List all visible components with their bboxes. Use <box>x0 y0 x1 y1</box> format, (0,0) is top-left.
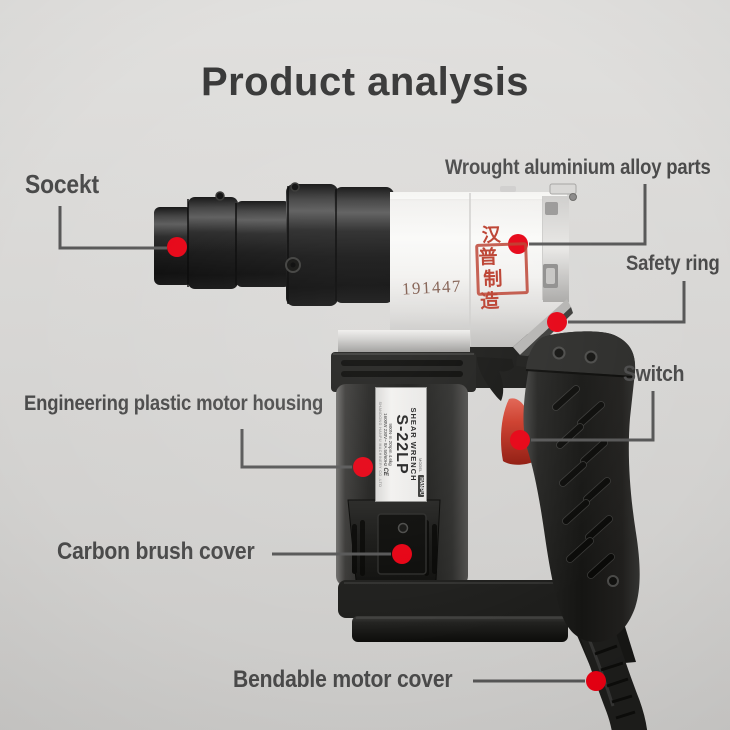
serial-number: 191447 <box>401 276 463 299</box>
head-top-tab <box>549 183 577 195</box>
socket-screw-icon <box>215 191 225 201</box>
callout-line-safety <box>568 281 686 324</box>
socket-assembly <box>154 182 394 306</box>
spec-plate-content: MODEL HANPU SHEAR WRENCH S-22LP 900N·m 2… <box>377 389 425 500</box>
plate-spec-line2: 1600W 230V~ 8A 50/60Hz <box>383 413 388 467</box>
handle-grip <box>523 331 640 643</box>
handle-screw-icon <box>584 350 598 364</box>
label-motor-housing: Engineering plastic motor housing <box>24 392 324 415</box>
callout-dots <box>167 234 606 691</box>
callout-line-engineering <box>240 429 352 469</box>
base-plate <box>352 616 568 642</box>
callout-dot-engineering <box>353 457 373 477</box>
plate-spec-line1: 900N·m 20rpm 4.6kg <box>388 423 393 466</box>
spec-plate: MODEL HANPU SHEAR WRENCH S-22LP 900N·m 2… <box>375 387 427 502</box>
callout-dot-switch <box>510 430 530 450</box>
callout-lines <box>58 184 686 683</box>
ce-mark: CE <box>382 467 388 476</box>
plate-product-name: SHEAR WRENCH <box>409 407 418 482</box>
callout-dot-carbon <box>392 544 412 564</box>
label-socket: Socekt <box>25 169 99 199</box>
plate-maker: SHANDONG HANPU MACHINERY CO.,LTD <box>378 401 382 488</box>
callout-line-socket <box>58 206 167 250</box>
callout-dot-wrought <box>508 234 528 254</box>
lower-arm <box>338 580 570 618</box>
stamp-row: 汉普 <box>478 225 506 269</box>
label-switch: Switch <box>623 361 685 386</box>
callout-dot-bendable <box>586 671 606 691</box>
cover-screw-icon <box>397 522 409 534</box>
socket-screw-icon <box>290 182 300 192</box>
handle-screw-icon <box>552 346 566 360</box>
page-title: Product analysis <box>200 60 530 104</box>
label-bendable-cover: Bendable motor cover <box>233 666 453 693</box>
aluminium-head <box>390 183 577 360</box>
head-screw-icon <box>569 193 577 201</box>
plate-model-number: S-22LP <box>393 414 410 475</box>
label-wrought-aluminium: Wrought aluminium alloy parts <box>445 156 711 179</box>
callout-line-switch <box>531 391 655 442</box>
label-carbon-brush: Carbon brush cover <box>57 538 255 565</box>
carbon-brush-cover <box>347 499 441 587</box>
handle-screw-icon <box>607 575 619 587</box>
callout-dot-socket <box>167 237 187 257</box>
callout-line-wrought <box>529 184 647 246</box>
head-clip <box>545 202 558 215</box>
label-safety-ring: Safety ring <box>626 252 720 275</box>
maker-stamp: 汉普 制造 <box>475 225 529 313</box>
callout-dot-safety <box>547 312 567 332</box>
plate-model-label: MODEL <box>418 457 424 473</box>
plate-brand: HANPU <box>418 475 424 497</box>
stamp-row: 制造 <box>479 268 507 313</box>
